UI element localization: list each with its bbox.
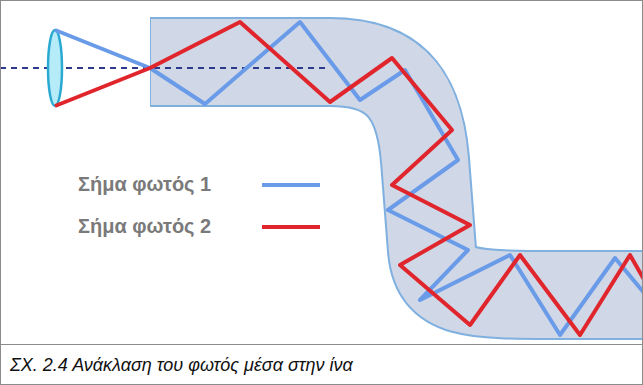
legend-label: Σήμα φωτός 1	[78, 172, 211, 196]
legend-label: Σήμα φωτός 2	[78, 214, 211, 238]
figure-caption: ΣΧ. 2.4 Ανάκλαση του φωτός μέσα στην ίνα	[10, 354, 353, 376]
legend-line-sample	[262, 225, 320, 229]
legend-line-sample	[262, 183, 320, 187]
